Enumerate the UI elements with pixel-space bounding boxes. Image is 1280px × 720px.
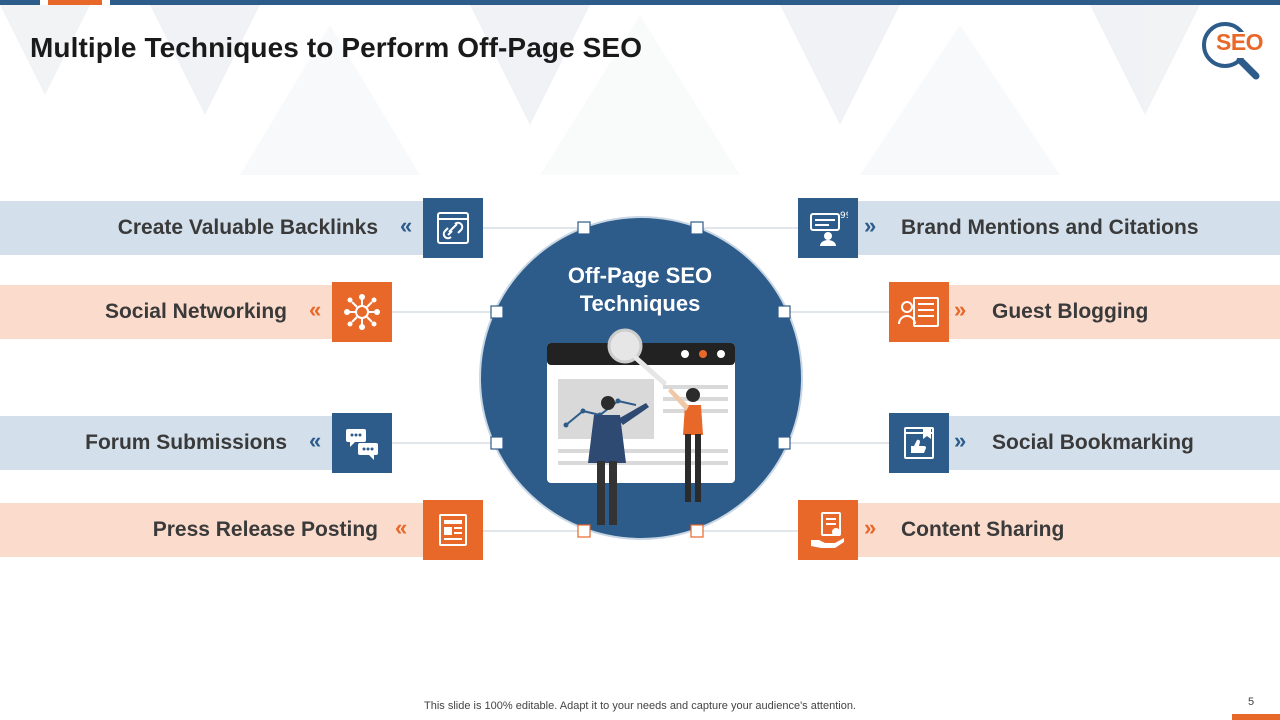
network-icon <box>332 282 392 342</box>
technique-label: Create Valuable Backlinks <box>117 216 378 239</box>
top-accent-bar <box>0 0 1280 5</box>
technique-bar-brand-mentions <box>858 201 1280 255</box>
footer-note: This slide is 100% editable. Adapt it to… <box>424 700 856 712</box>
technique-label: Forum Submissions <box>85 431 287 454</box>
background-pattern <box>0 5 1200 175</box>
svg-text:99: 99 <box>840 211 848 221</box>
chevron-left-icon: « <box>400 213 413 238</box>
technique-bar-social-networking <box>0 285 332 339</box>
bookmark-icon <box>889 413 949 473</box>
chevron-left-icon: « <box>309 297 322 322</box>
content-share-icon <box>798 500 858 560</box>
technique-bar-backlinks <box>0 201 423 255</box>
chevron-right-icon: » <box>864 213 877 238</box>
seo-logo-text: SEO <box>1216 29 1264 55</box>
technique-label: Content Sharing <box>901 518 1065 541</box>
page-number-bar <box>1232 714 1280 720</box>
technique-label: Social Bookmarking <box>992 431 1194 454</box>
brand-mention-icon: 99 <box>798 198 858 258</box>
technique-label: Press Release Posting <box>152 518 378 541</box>
seo-magnifier-icon <box>1202 22 1268 80</box>
chevron-right-icon: » <box>954 428 967 453</box>
technique-bar-social-bookmarking <box>949 416 1280 470</box>
page-number: 5 <box>1247 696 1255 708</box>
top-bar-gap <box>102 0 110 5</box>
page-title: Multiple Techniques to Perform Off-Page … <box>30 32 643 63</box>
technique-bar-content-sharing <box>858 503 1280 557</box>
center-illustration <box>479 216 803 540</box>
top-bar-gap <box>40 0 48 5</box>
center-title-line: Techniques <box>579 291 701 316</box>
technique-label: Brand Mentions and Citations <box>901 216 1199 239</box>
top-bar-accent <box>48 0 102 5</box>
chevron-left-icon: « <box>309 428 322 453</box>
technique-bar-guest-blogging <box>949 285 1280 339</box>
center-title: Off-Page SEO Techniques <box>520 262 760 318</box>
chevron-right-icon: » <box>954 297 967 322</box>
chevron-right-icon: » <box>864 515 877 540</box>
technique-label: Social Networking <box>104 300 287 323</box>
center-title-line: Off-Page SEO <box>567 263 713 288</box>
chevron-left-icon: « <box>395 515 408 540</box>
technique-bar-forum <box>0 416 332 470</box>
document-icon <box>423 500 483 560</box>
chat-icon <box>332 413 392 473</box>
backlink-icon <box>423 198 483 258</box>
technique-bar-press-release <box>0 503 423 557</box>
guest-blog-icon <box>889 282 949 342</box>
technique-label: Guest Blogging <box>992 300 1149 323</box>
